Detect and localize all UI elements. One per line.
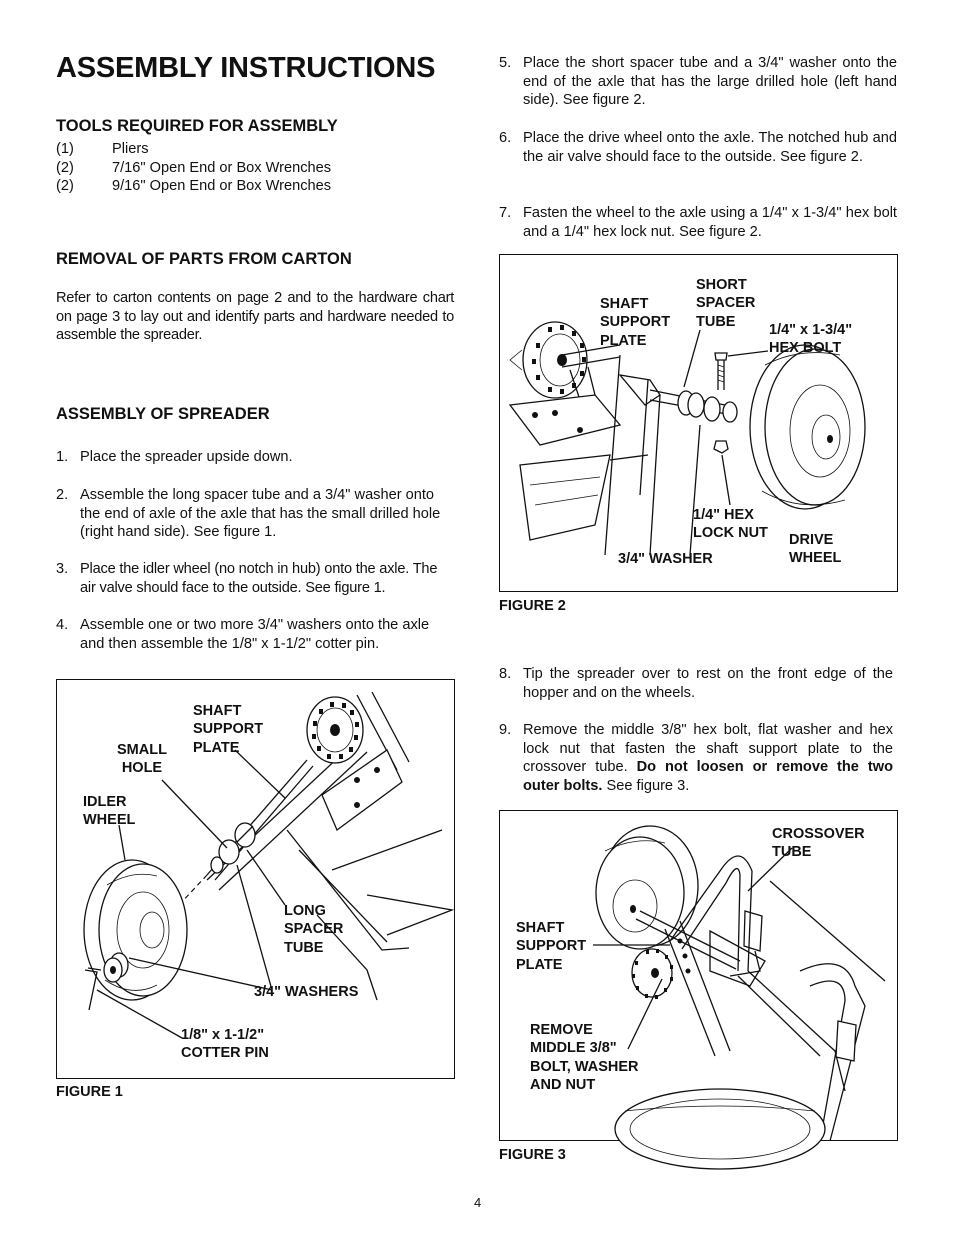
label-shaft-support-plate: SHAFT SUPPORT PLATE [516,920,587,973]
label-long-spacer-tube: LONG SPACER TUBE [284,903,344,956]
page-title: ASSEMBLY INSTRUCTIONS [56,52,436,84]
step-warning: Do not loosen or remove the two outer bo… [523,759,893,794]
step-2: 2. Assemble the long spacer tube and a 3… [56,486,456,542]
figure-1: SHAFT SUPPORT PLATE SMALL HOLE IDLER WHE… [56,679,455,1079]
step-number: 1. [56,449,69,465]
tool-name: 7/16" Open End or Box Wrenches [112,159,332,176]
tool-item: (1) Pliers [56,140,456,159]
step-9: 9. Remove the middle 3/8" hex bolt, flat… [499,721,893,795]
label-cotter-pin: 1/8" x 1-1/2" COTTER PIN [181,1027,269,1062]
step-6: 6. Place the drive wheel onto the axle. … [499,129,897,166]
tool-name: Pliers [112,141,149,157]
label-short-spacer-tube: SHORT SPACER TUBE [696,277,756,330]
label-hex-lock-nut: 1/4" HEX LOCK NUT [693,507,768,542]
step-text: Place the spreader upside down. [80,449,293,465]
figure-2: SHORT SPACER TUBE SHAFT SUPPORT PLATE 1/… [499,254,898,592]
assembly-heading: ASSEMBLY OF SPREADER [56,405,270,423]
tool-qty: (1) [56,141,74,157]
step-text: Remove the middle 3/8" hex bolt, flat wa… [523,721,893,795]
step-5: 5. Place the short spacer tube and a 3/4… [499,54,897,110]
step-7: 7. Fasten the wheel to the axle using a … [499,204,897,241]
step-number: 8. [499,666,512,682]
step-text: Assemble one or two more 3/4" washers on… [80,617,430,652]
tool-item: (2) 9/16" Open End or Box Wrenches [56,177,456,196]
step-text: Place the idler wheel (no notch in hub) … [80,561,438,596]
label-remove-bolt: REMOVE MIDDLE 3/8" BOLT, WASHER AND NUT [530,1022,639,1094]
tool-name: 9/16" Open End or Box Wrenches [112,178,332,195]
label-small-hole: SMALL HOLE [117,742,167,777]
label-shaft-support-plate: SHAFT SUPPORT PLATE [600,296,671,349]
step-number: 7. [499,205,512,221]
step-4: 4. Assemble one or two more 3/4" washers… [56,616,456,653]
step-1: 1. Place the spreader upside down. [56,448,456,467]
label-shaft-support-plate: SHAFT SUPPORT PLATE [193,703,264,756]
step-number: 5. [499,55,512,71]
figure-1-caption: FIGURE 1 [56,1084,123,1100]
step-number: 4. [56,617,69,633]
tool-qty: (2) [56,159,74,176]
label-idler-wheel: IDLER WHEEL [83,794,136,829]
figure-3: CROSSOVER TUBE SHAFT SUPPORT PLATE REMOV… [499,810,898,1170]
step-text: Place the drive wheel onto the axle. The… [523,130,897,165]
removal-heading: REMOVAL OF PARTS FROM CARTON [56,250,352,268]
step-text: Fasten the wheel to the axle using a 1/4… [523,205,897,240]
label-washer: 3/4" WASHER [618,551,713,567]
tools-heading: TOOLS REQUIRED FOR ASSEMBLY [56,117,338,135]
figure-2-caption: FIGURE 2 [499,598,566,614]
tool-item: (2) 7/16" Open End or Box Wrenches [56,159,456,178]
step-number: 3. [56,561,69,577]
figure-1-drawing [83,691,455,1039]
step-text: Place the short spacer tube and a 3/4" w… [523,55,897,109]
step-text: Tip the spreader over to rest on the fro… [523,666,893,701]
figure-2-drawing [508,321,866,556]
step-text-part: Remove the middle 3/8" hex bolt, flat wa… [523,722,893,776]
removal-text: Refer to carton contents on page 2 and t… [56,290,454,344]
tools-list: (1) Pliers (2) 7/16" Open End or Box Wre… [56,140,456,196]
step-text: Assemble the long spacer tube and a 3/4"… [80,487,441,541]
step-8: 8. Tip the spreader over to rest on the … [499,665,893,702]
step-text-part: See figure 3. [602,777,690,794]
page-number: 4 [474,1195,482,1210]
figure-3-caption: FIGURE 3 [499,1147,566,1163]
label-hex-bolt: 1/4" x 1-3/4" HEX BOLT [769,322,853,357]
step-3: 3. Place the idler wheel (no notch in hu… [56,560,456,597]
step-number: 2. [56,487,69,503]
figure-3-drawing [593,825,886,1170]
label-drive-wheel: DRIVE WHEEL [789,532,842,567]
label-crossover-tube: CROSSOVER TUBE [772,826,865,861]
tool-qty: (2) [56,178,74,195]
label-washers: 3/4" WASHERS [254,984,359,1000]
step-number: 9. [499,722,512,738]
step-number: 6. [499,130,512,146]
